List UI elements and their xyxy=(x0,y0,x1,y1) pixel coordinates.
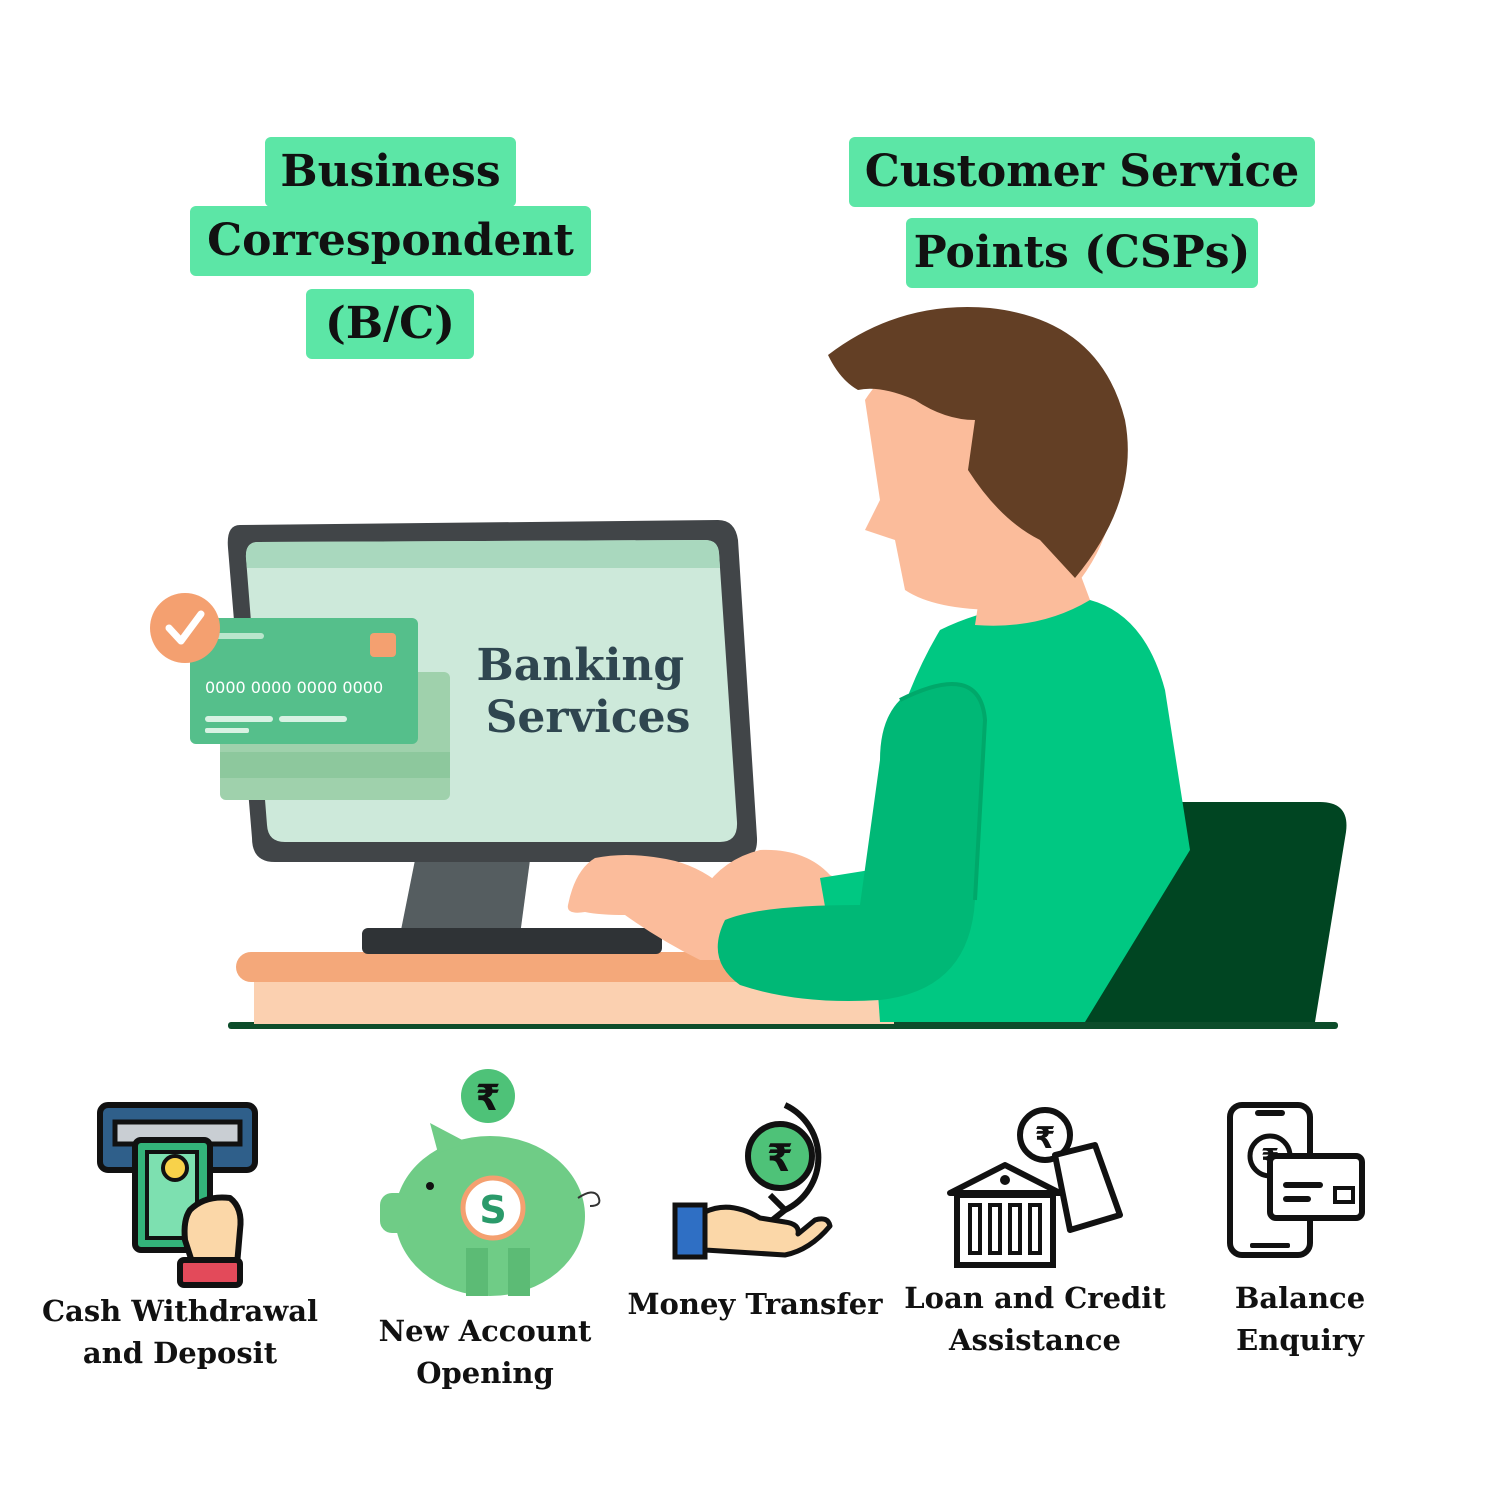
hand-money-transfer-icon: ₹ xyxy=(672,1102,833,1260)
label-line: (B/C) xyxy=(306,289,474,359)
label-line: Customer Service xyxy=(849,137,1315,207)
label-line: Correspondent xyxy=(190,206,591,276)
person-near-hand xyxy=(567,855,760,960)
person-hair xyxy=(828,306,1128,578)
monitor-neck xyxy=(400,860,530,935)
service-label-line: Enquiry xyxy=(1236,1323,1364,1357)
screen-titlebar xyxy=(245,540,720,568)
service-label-line: New Account xyxy=(378,1314,592,1348)
screen-title-line: Services xyxy=(486,692,691,743)
check-icon xyxy=(150,593,220,663)
screen-title: Banking Services xyxy=(477,640,700,743)
monitor-base xyxy=(362,928,662,954)
atm-cash-icon xyxy=(97,1102,258,1288)
person-near-arm xyxy=(717,684,985,1001)
banking-scene-illustration: Banking Services 0000 0000 0000 0000 xyxy=(150,306,1347,1029)
screen-title-line: Banking xyxy=(477,640,685,691)
svg-text:S: S xyxy=(479,1188,506,1232)
service-label-line: Money Transfer xyxy=(627,1287,883,1321)
bank-loan-icon: ₹ xyxy=(947,1107,1123,1268)
mobile-balance-icon: ₹ xyxy=(1227,1102,1365,1258)
label-line: Points (CSPs) xyxy=(906,218,1258,288)
credit-card-icon: 0000 0000 0000 0000 xyxy=(190,618,450,800)
service-label-line: and Deposit xyxy=(82,1336,278,1370)
desk-top xyxy=(236,952,796,982)
service-label-account: New Account Opening xyxy=(345,1310,625,1394)
card-number: 0000 0000 0000 0000 xyxy=(205,678,383,697)
service-label-cash: Cash Withdrawal and Deposit xyxy=(30,1290,330,1374)
rupee-symbol: ₹ xyxy=(1035,1121,1056,1156)
service-label-line: Cash Withdrawal xyxy=(41,1294,319,1328)
piggy-bank-icon: ₹ S xyxy=(380,1069,601,1296)
service-label-loan: Loan and Credit Assistance xyxy=(895,1277,1175,1361)
rupee-symbol: ₹ xyxy=(475,1078,500,1119)
service-label-transfer: Money Transfer xyxy=(620,1283,890,1325)
rupee-symbol: ₹ xyxy=(767,1136,793,1180)
service-label-line: Loan and Credit xyxy=(904,1281,1166,1315)
service-label-balance: Balance Enquiry xyxy=(1190,1277,1410,1361)
service-label-line: Balance xyxy=(1234,1281,1366,1315)
label-line: Business xyxy=(265,137,516,207)
service-label-line: Opening xyxy=(416,1356,554,1390)
service-label-line: Assistance xyxy=(949,1323,1121,1357)
